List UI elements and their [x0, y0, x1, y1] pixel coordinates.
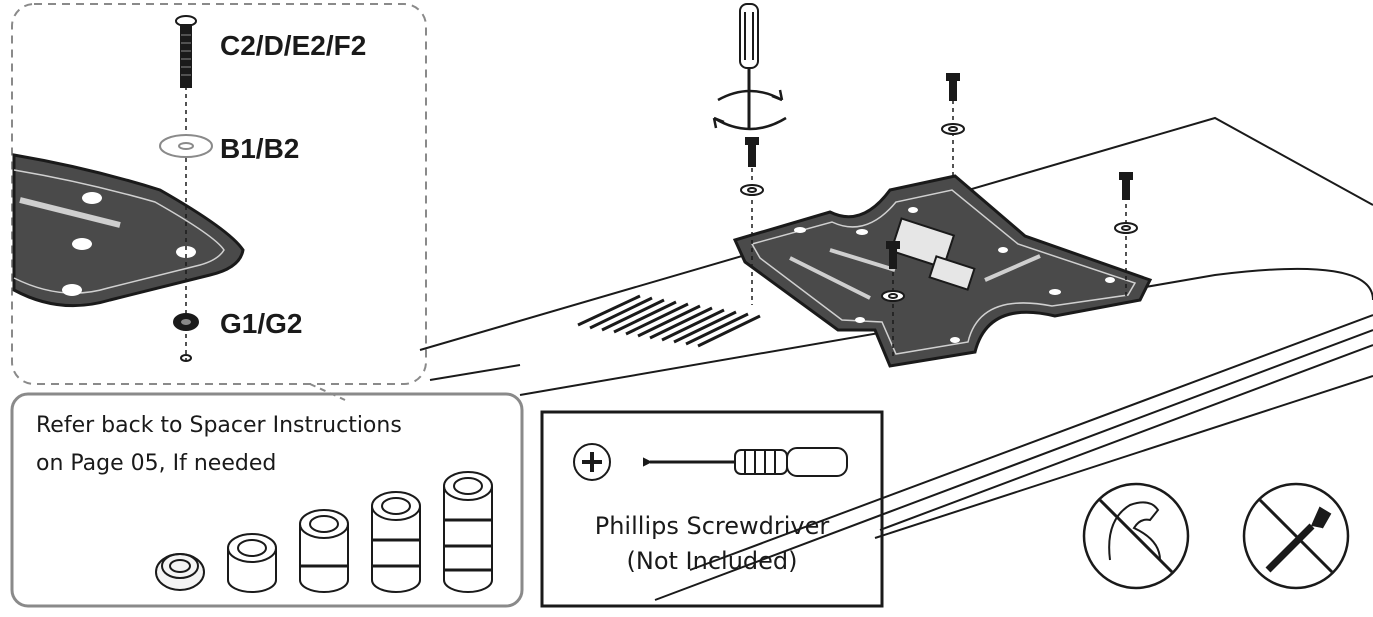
screwdriver-top — [712, 3, 787, 131]
part-label-nut: G1/G2 — [220, 308, 303, 339]
phillips-plus-icon — [573, 443, 611, 481]
spacer-stack-4 — [371, 491, 421, 593]
screw-set-3 — [1114, 172, 1138, 234]
mounting-plate — [732, 174, 1153, 368]
detail-screw — [175, 15, 197, 88]
detail-callout-frame — [11, 3, 427, 385]
detail-bracket — [12, 153, 245, 308]
no-power-tool-icon — [1242, 482, 1350, 590]
screw-set-2 — [941, 73, 965, 135]
spacer-stack-1 — [155, 553, 205, 591]
tool-status: (Not Included) — [626, 547, 798, 575]
screw-set-1 — [740, 137, 764, 196]
spacer-stack-2 — [227, 533, 277, 593]
tool-name: Phillips Screwdriver — [594, 512, 830, 540]
tool-screwdriver-icon — [643, 447, 848, 477]
detail-nut — [173, 313, 199, 362]
no-force-icon — [1082, 482, 1190, 590]
detail-washer — [159, 134, 213, 158]
spacer-note-line-2: on Page 05, If needed — [36, 451, 277, 476]
part-label-screw: C2/D/E2/F2 — [220, 30, 367, 61]
spacer-stack-3 — [299, 509, 349, 593]
spacer-note-line-1: Refer back to Spacer Instructions — [36, 413, 402, 438]
spacer-note-box — [10, 392, 524, 608]
vent-slits — [577, 294, 761, 348]
screw-set-4 — [881, 241, 905, 302]
spacer-stack-5 — [443, 471, 493, 593]
tv-outline — [419, 116, 1373, 601]
tool-box — [540, 410, 884, 608]
part-label-washer: B1/B2 — [220, 133, 300, 164]
